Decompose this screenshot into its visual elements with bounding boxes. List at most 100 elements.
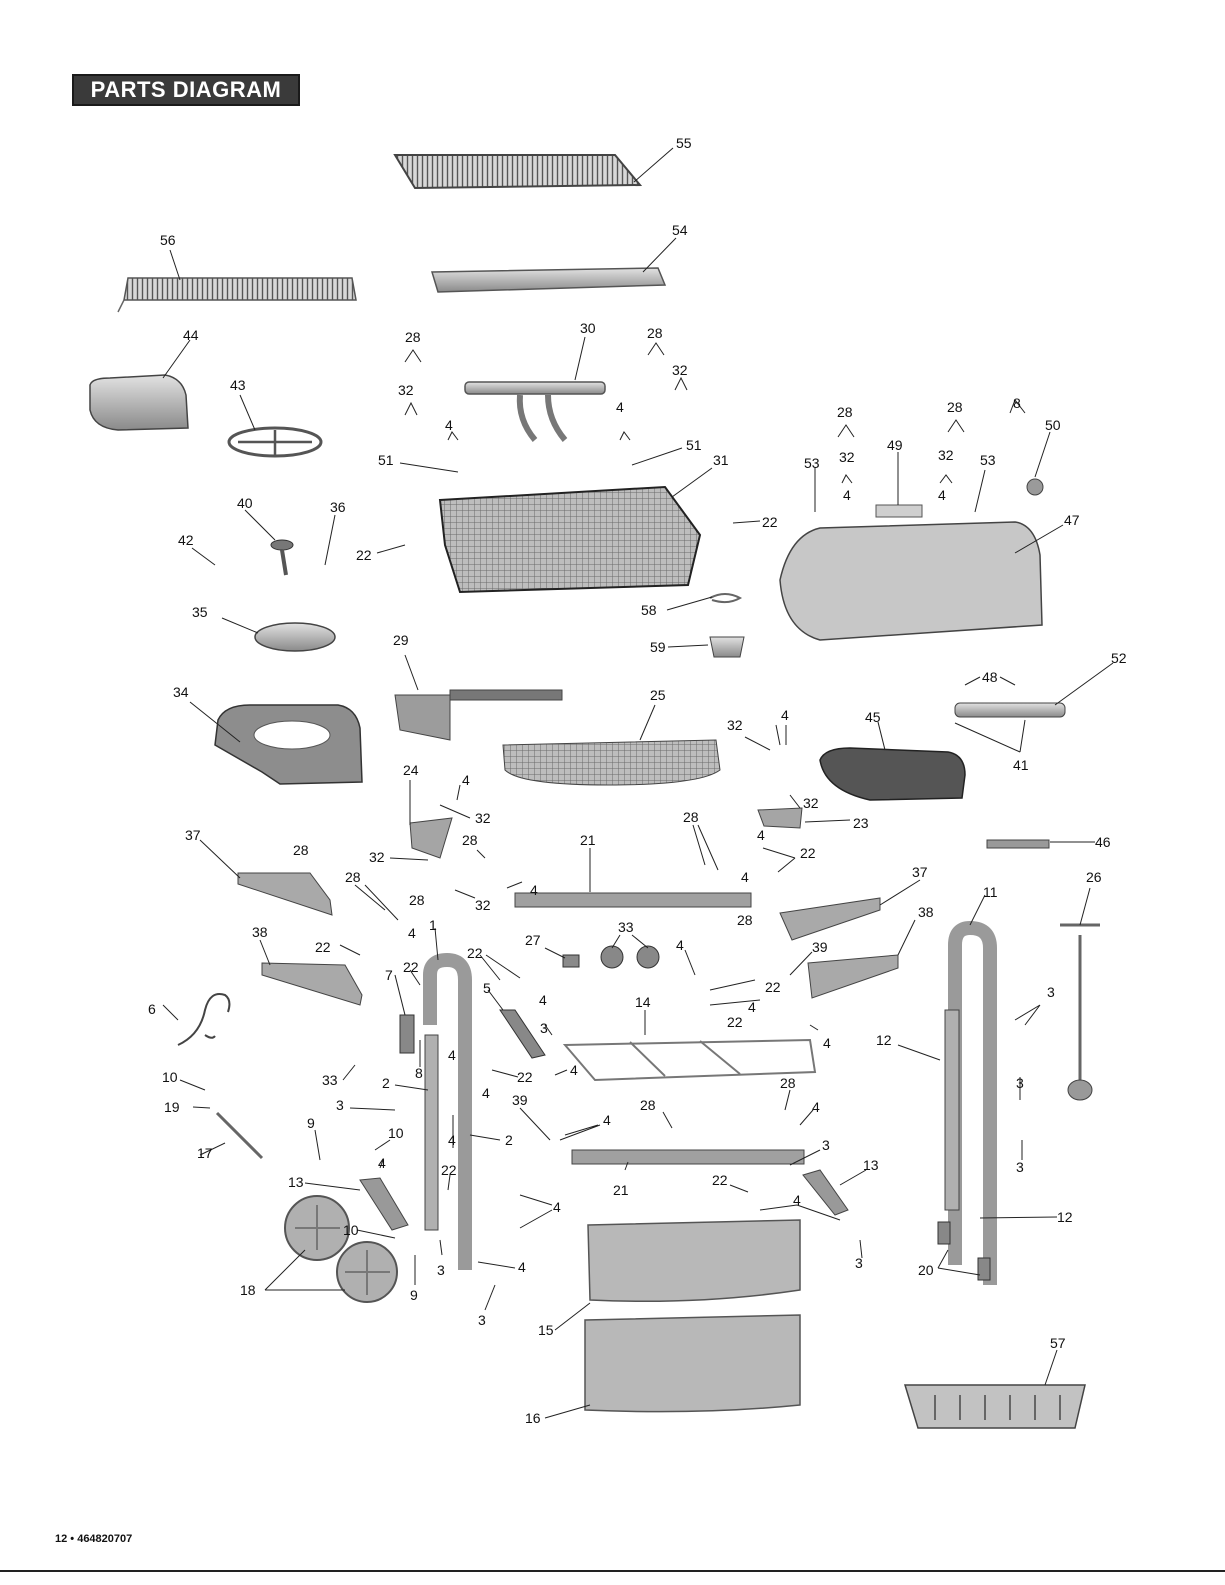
page-footer: 12 • 464820707 <box>55 1533 133 1545</box>
part-43-side-burner-grate <box>227 426 323 458</box>
part-38-right-frame <box>807 954 899 999</box>
callout-22: 22 <box>441 1162 457 1178</box>
callout-58: 58 <box>641 602 657 618</box>
part-27-igniter <box>562 954 580 968</box>
callout-9: 9 <box>410 1287 418 1303</box>
callout-22: 22 <box>762 514 778 530</box>
callout-23: 23 <box>853 815 869 831</box>
callout-41: 41 <box>1013 757 1029 773</box>
part-11-right-leg <box>944 920 997 1285</box>
callout-31: 31 <box>713 452 729 468</box>
callout-4: 4 <box>482 1085 490 1101</box>
part-16-bottom-panel <box>584 1314 801 1413</box>
callout-6: 6 <box>148 1001 156 1017</box>
callout-49: 49 <box>887 437 903 453</box>
callout-4: 4 <box>748 999 756 1015</box>
callout-labels: 55 54 56 44 43 30 28 28 32 32 4 4 51 51 … <box>148 135 1127 1426</box>
callout-35: 35 <box>192 604 208 620</box>
part-37-right-frame <box>779 897 881 941</box>
callout-14: 14 <box>635 994 651 1010</box>
part-37-left-frame <box>237 872 333 916</box>
callout-13: 13 <box>863 1157 879 1173</box>
part-59-cup <box>709 636 745 658</box>
callout-4: 4 <box>378 1155 386 1171</box>
callout-50: 50 <box>1045 417 1061 433</box>
callout-18: 18 <box>240 1282 256 1298</box>
callout-4: 4 <box>676 937 684 953</box>
callout-8: 8 <box>1013 395 1021 411</box>
callout-4: 4 <box>530 882 538 898</box>
callout-4: 4 <box>553 1199 561 1215</box>
callout-12: 12 <box>876 1032 892 1048</box>
callout-3: 3 <box>478 1312 486 1328</box>
callout-33: 33 <box>322 1072 338 1088</box>
callout-28: 28 <box>683 809 699 825</box>
callout-3: 3 <box>437 1262 445 1278</box>
part-44-side-shelf <box>89 374 189 431</box>
callout-10: 10 <box>343 1222 359 1238</box>
part-7-bracket <box>399 1014 415 1054</box>
part-13-left-caster-bracket <box>359 1177 409 1231</box>
callout-3: 3 <box>336 1097 344 1113</box>
callout-40: 40 <box>237 495 253 511</box>
part-23-bracket <box>757 807 803 829</box>
callout-22: 22 <box>403 959 419 975</box>
callout-22: 22 <box>712 1172 728 1188</box>
callout-4: 4 <box>570 1062 578 1078</box>
callout-4: 4 <box>781 707 789 723</box>
bottom-rule <box>0 1570 1225 1572</box>
callout-9: 9 <box>307 1115 315 1131</box>
part-5-bracket <box>499 1009 546 1059</box>
part-20-caps <box>937 1221 991 1281</box>
callout-38: 38 <box>252 924 268 940</box>
part-31-firebox <box>438 485 702 594</box>
callout-3: 3 <box>540 1020 548 1036</box>
callout-4: 4 <box>448 1047 456 1063</box>
part-6-hook <box>177 993 231 1046</box>
part-21-lower-crossbar <box>571 1149 805 1165</box>
callout-10: 10 <box>162 1069 178 1085</box>
part-14-bottom-grate <box>562 1038 817 1082</box>
callout-20: 20 <box>918 1262 934 1278</box>
callout-28: 28 <box>462 832 478 848</box>
callout-4: 4 <box>823 1035 831 1051</box>
callout-22: 22 <box>727 1014 743 1030</box>
callout-22: 22 <box>517 1069 533 1085</box>
part-34-side-shelf <box>214 704 363 785</box>
callout-13: 13 <box>288 1174 304 1190</box>
callout-4: 4 <box>408 925 416 941</box>
callout-4: 4 <box>793 1192 801 1208</box>
callout-44: 44 <box>183 327 199 343</box>
callout-47: 47 <box>1064 512 1080 528</box>
part-13-right-caster-bracket <box>802 1169 849 1216</box>
part-55-cooking-grate <box>393 154 643 190</box>
part-33-knobs <box>600 945 660 969</box>
callout-32: 32 <box>369 849 385 865</box>
callout-28: 28 <box>780 1075 796 1091</box>
part-30-burner <box>464 381 606 442</box>
callout-3: 3 <box>855 1255 863 1271</box>
callout-22: 22 <box>467 945 483 961</box>
callout-28: 28 <box>405 329 421 345</box>
page-title: PARTS DIAGRAM <box>72 74 300 106</box>
part-54-heat-tent <box>430 267 667 293</box>
callout-33: 33 <box>618 919 634 935</box>
callout-39: 39 <box>812 939 828 955</box>
callout-32: 32 <box>475 810 491 826</box>
callout-54: 54 <box>672 222 688 238</box>
callout-2: 2 <box>505 1132 513 1148</box>
callout-28: 28 <box>837 404 853 420</box>
part-58-hook <box>709 593 743 604</box>
callout-32: 32 <box>475 897 491 913</box>
callout-10: 10 <box>388 1125 404 1141</box>
callout-48: 48 <box>982 669 998 685</box>
part-38-left-frame <box>261 962 363 1006</box>
callout-7: 7 <box>385 967 393 983</box>
callout-32: 32 <box>398 382 414 398</box>
part-18-wheels <box>284 1195 398 1303</box>
callout-26: 26 <box>1086 869 1102 885</box>
callout-11: 11 <box>983 884 998 900</box>
callout-3: 3 <box>1047 984 1055 1000</box>
part-29-grease-tray <box>394 689 563 741</box>
callout-3: 3 <box>1016 1075 1024 1091</box>
